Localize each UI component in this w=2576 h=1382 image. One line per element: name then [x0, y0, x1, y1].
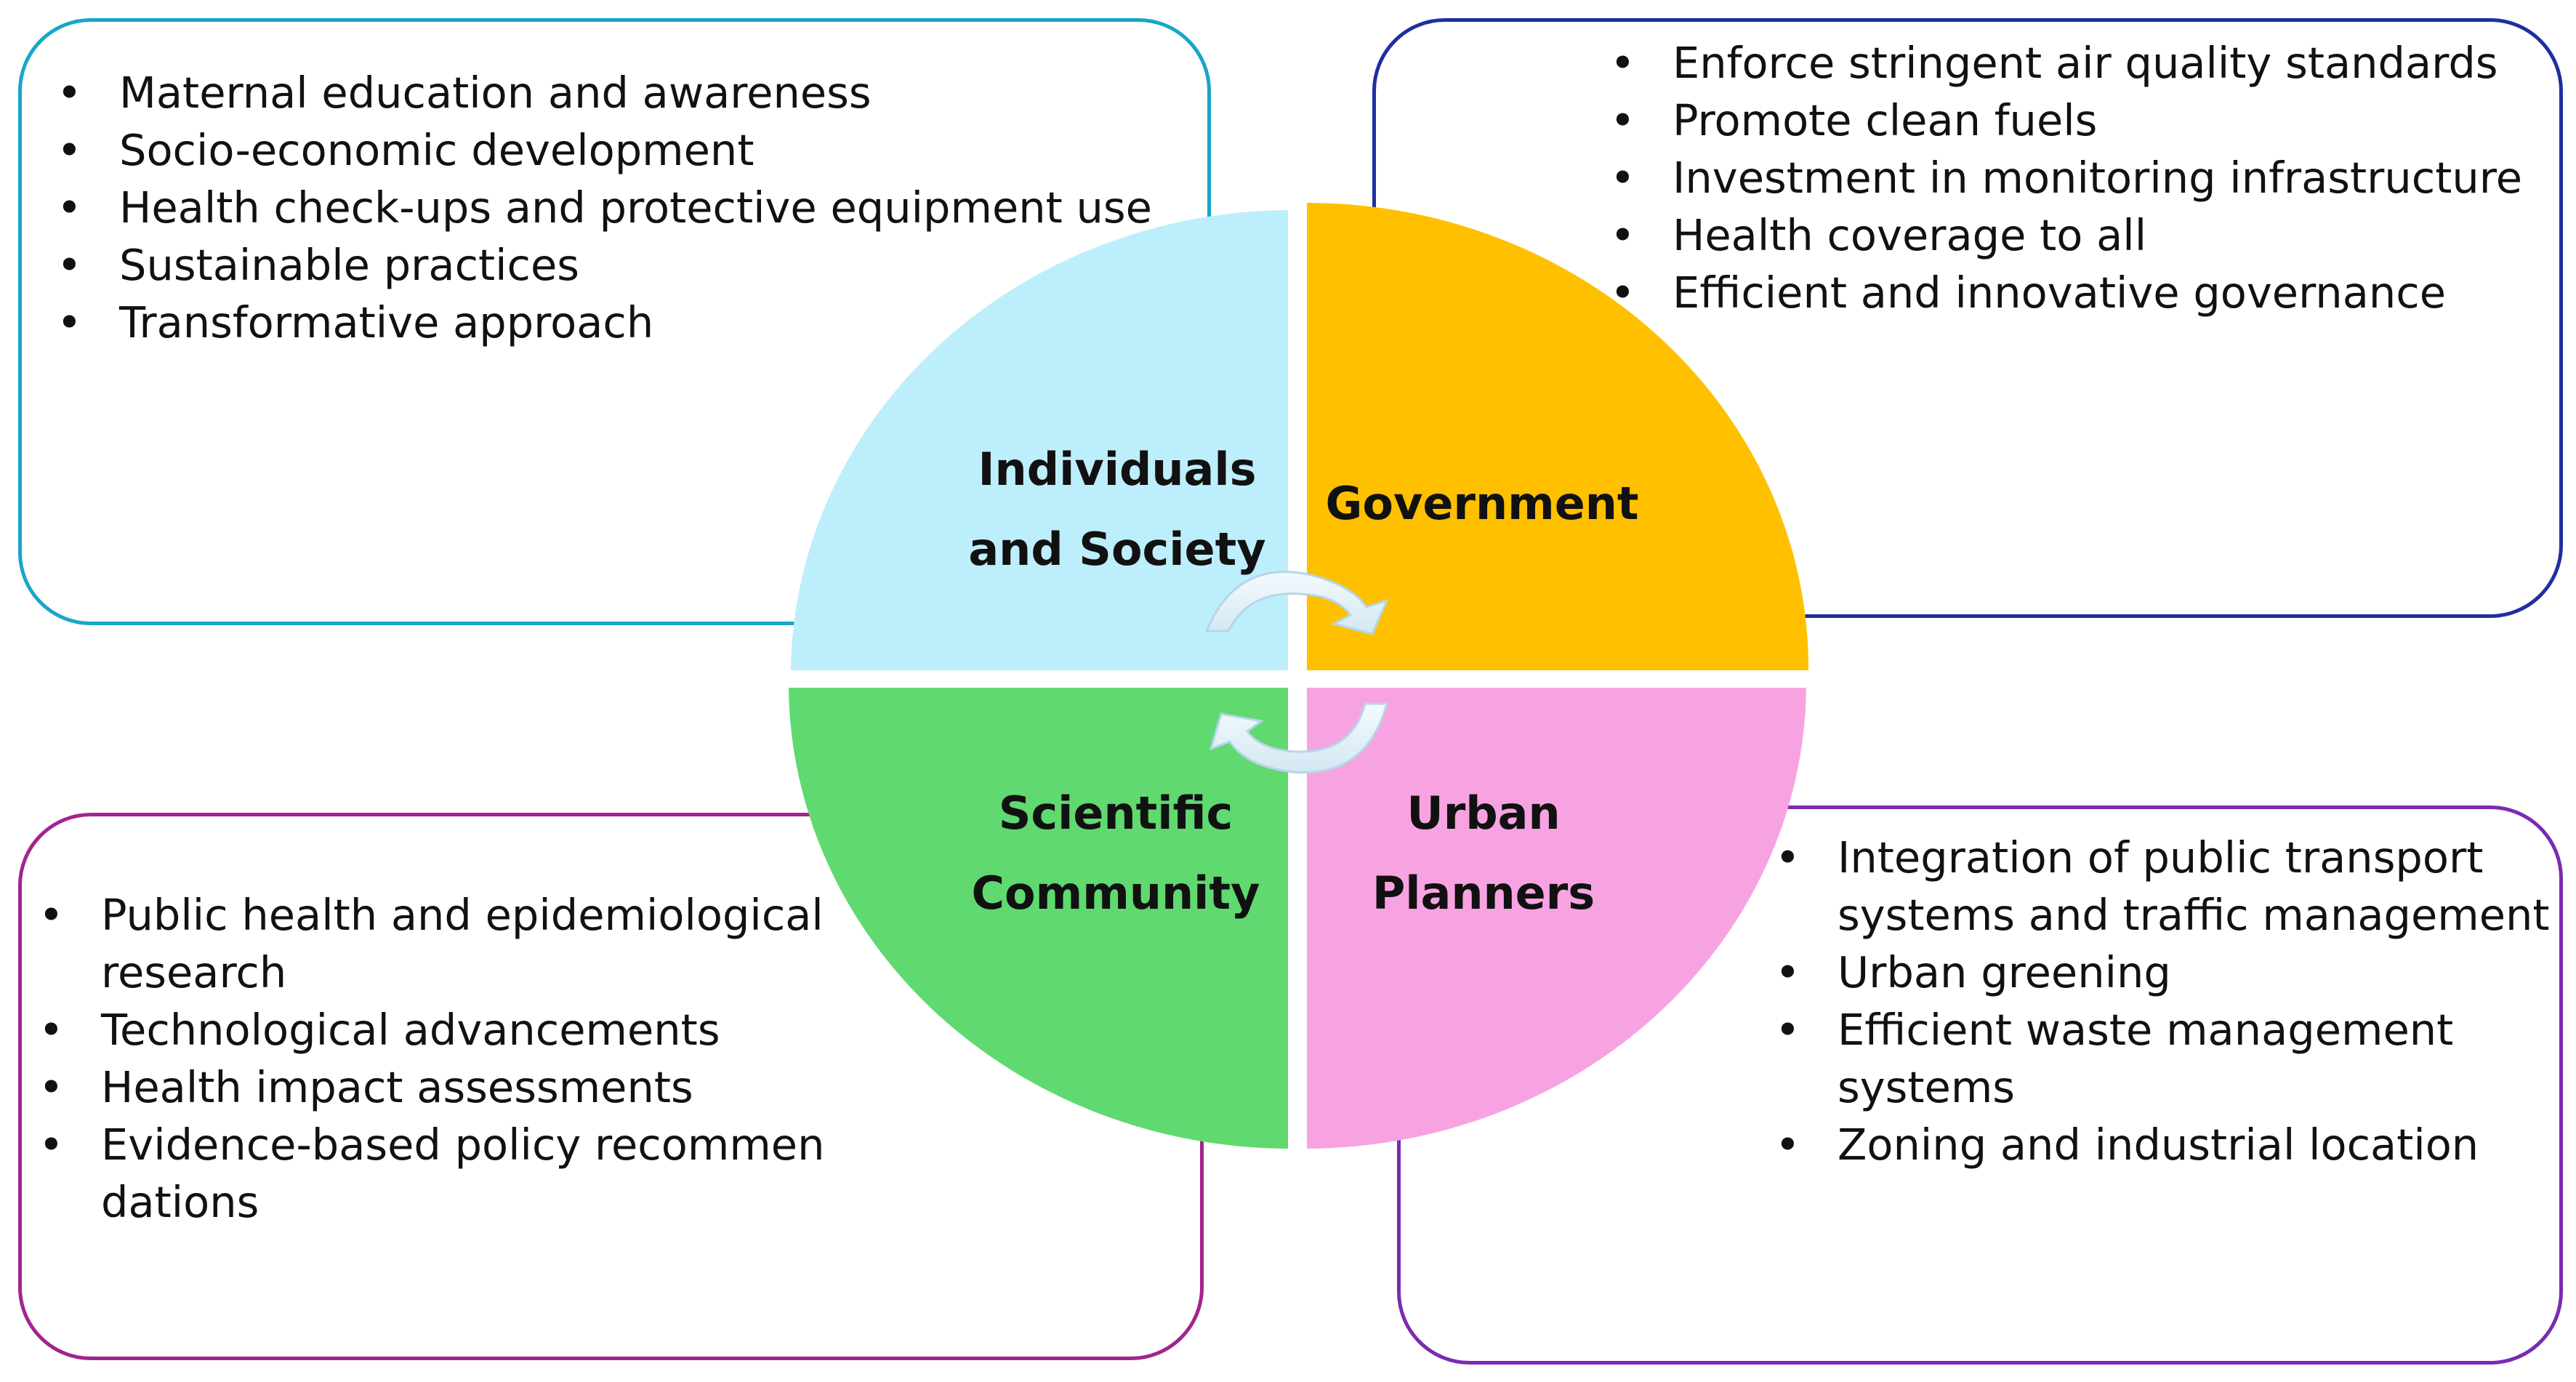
urban-label-line2: Planners — [1372, 867, 1595, 920]
individuals-label-line1: Individuals — [978, 443, 1256, 496]
list-item: Health coverage to all — [1610, 206, 2555, 264]
list-item: Urban greening — [1775, 944, 2560, 1001]
individuals-label-line2: and Society — [968, 523, 1265, 576]
list-item: Efficient and innovative governance — [1610, 264, 2555, 321]
individuals-list: Maternal education and awareness Socio-e… — [57, 64, 1191, 351]
list-item: Maternal education and awareness — [57, 64, 1191, 121]
quadrant-government — [1307, 203, 1809, 670]
list-item: Health check-ups and protective equipmen… — [57, 179, 1191, 236]
cycle-arrow-top-icon — [1204, 571, 1389, 635]
list-item: Enforce stringent air quality standards — [1610, 34, 2555, 92]
government-label: Government — [1325, 477, 1638, 530]
scientific-label-line1: Scientific — [999, 787, 1233, 840]
list-item: Socio-economic development — [57, 121, 1191, 179]
list-item: Investment in monitoring infrastructure — [1610, 149, 2555, 206]
list-item: Evidence-based policy recommen dations — [39, 1116, 853, 1231]
urban-label-line1: Urban — [1406, 787, 1560, 840]
quadrant-individuals — [791, 210, 1288, 670]
list-item: Public health and epidemiological resear… — [39, 886, 853, 1001]
scientific-label-line2: Community — [972, 867, 1260, 920]
quadrant-scientific — [789, 688, 1288, 1149]
cycle-arrow-bottom-icon — [1209, 702, 1388, 774]
quadrant-urban — [1307, 688, 1806, 1149]
list-item: Health impact assessments — [39, 1058, 853, 1116]
urban-list: Integration of public transport systems … — [1775, 829, 2560, 1173]
list-item: Efficient waste management systems — [1775, 1001, 2560, 1116]
list-item: Sustainable practices — [57, 236, 1191, 294]
list-item: Transformative approach — [57, 294, 1191, 351]
government-list: Enforce stringent air quality standards … — [1610, 34, 2555, 321]
list-item: Integration of public transport systems … — [1775, 829, 2560, 944]
list-item: Technological advancements — [39, 1001, 853, 1058]
scientific-list: Public health and epidemiological resear… — [39, 886, 853, 1231]
list-item: Promote clean fuels — [1610, 92, 2555, 149]
list-item: Zoning and industrial location — [1775, 1116, 2560, 1173]
